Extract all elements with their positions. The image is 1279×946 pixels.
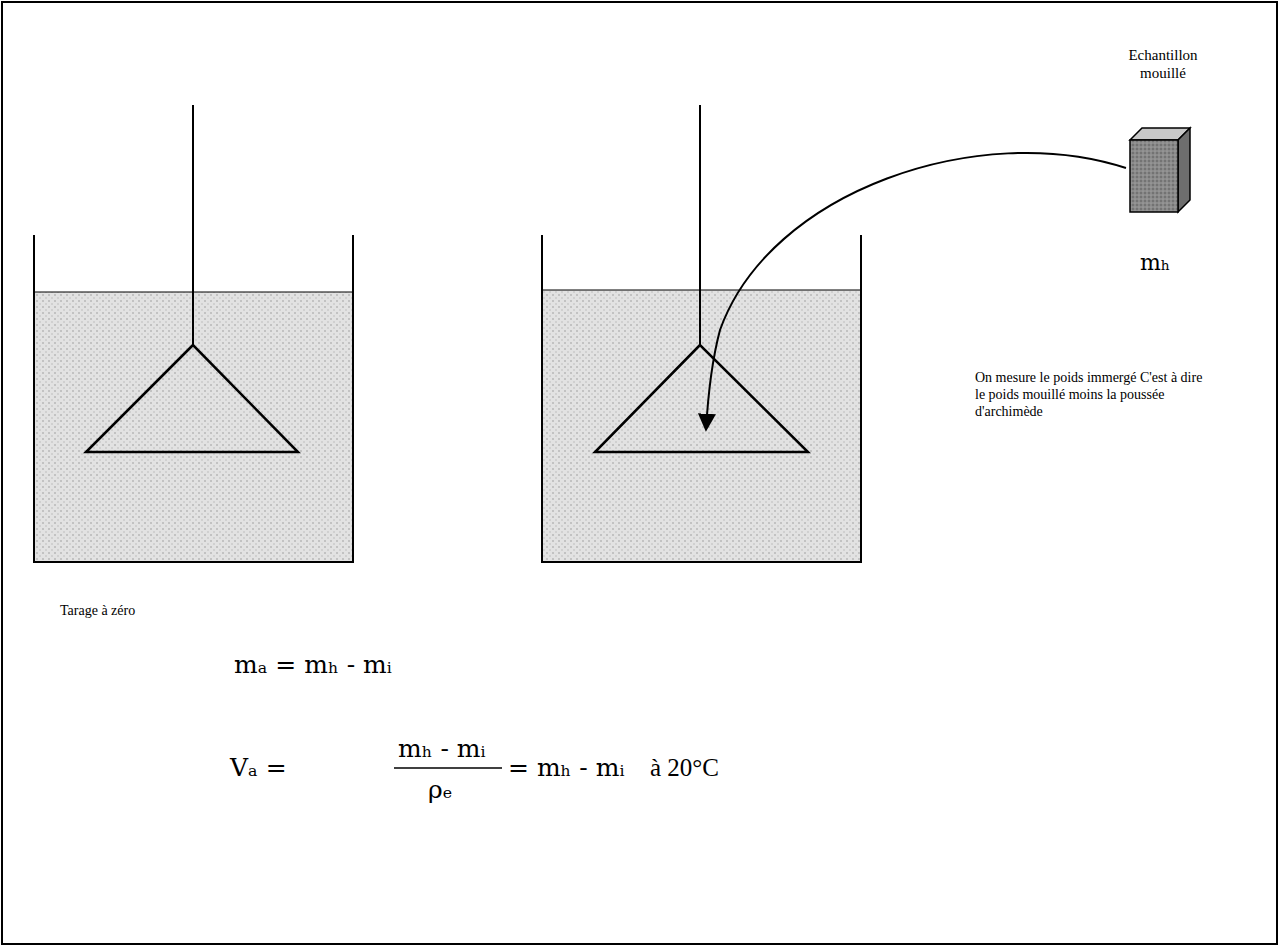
sample-title: Echantillon mouillé (1118, 46, 1208, 82)
formula: Vₐ = (230, 753, 287, 783)
mass-symbol: mₕ (1140, 250, 1170, 276)
tank (542, 105, 861, 562)
sample-cube (1130, 128, 1190, 212)
formula: à 20°C (650, 753, 719, 783)
fraction-bar (394, 767, 502, 769)
formula: ρₑ (428, 775, 452, 805)
formula: mₐ = mₕ - mᵢ (234, 650, 392, 680)
formula: = mₕ - mᵢ (508, 753, 625, 783)
formula: mₕ - mᵢ (398, 734, 486, 764)
note-text: On mesure le poids immergé C'est à dire … (975, 370, 1207, 420)
tare-caption: Tarage à zéro (60, 603, 135, 620)
tank (34, 105, 353, 562)
